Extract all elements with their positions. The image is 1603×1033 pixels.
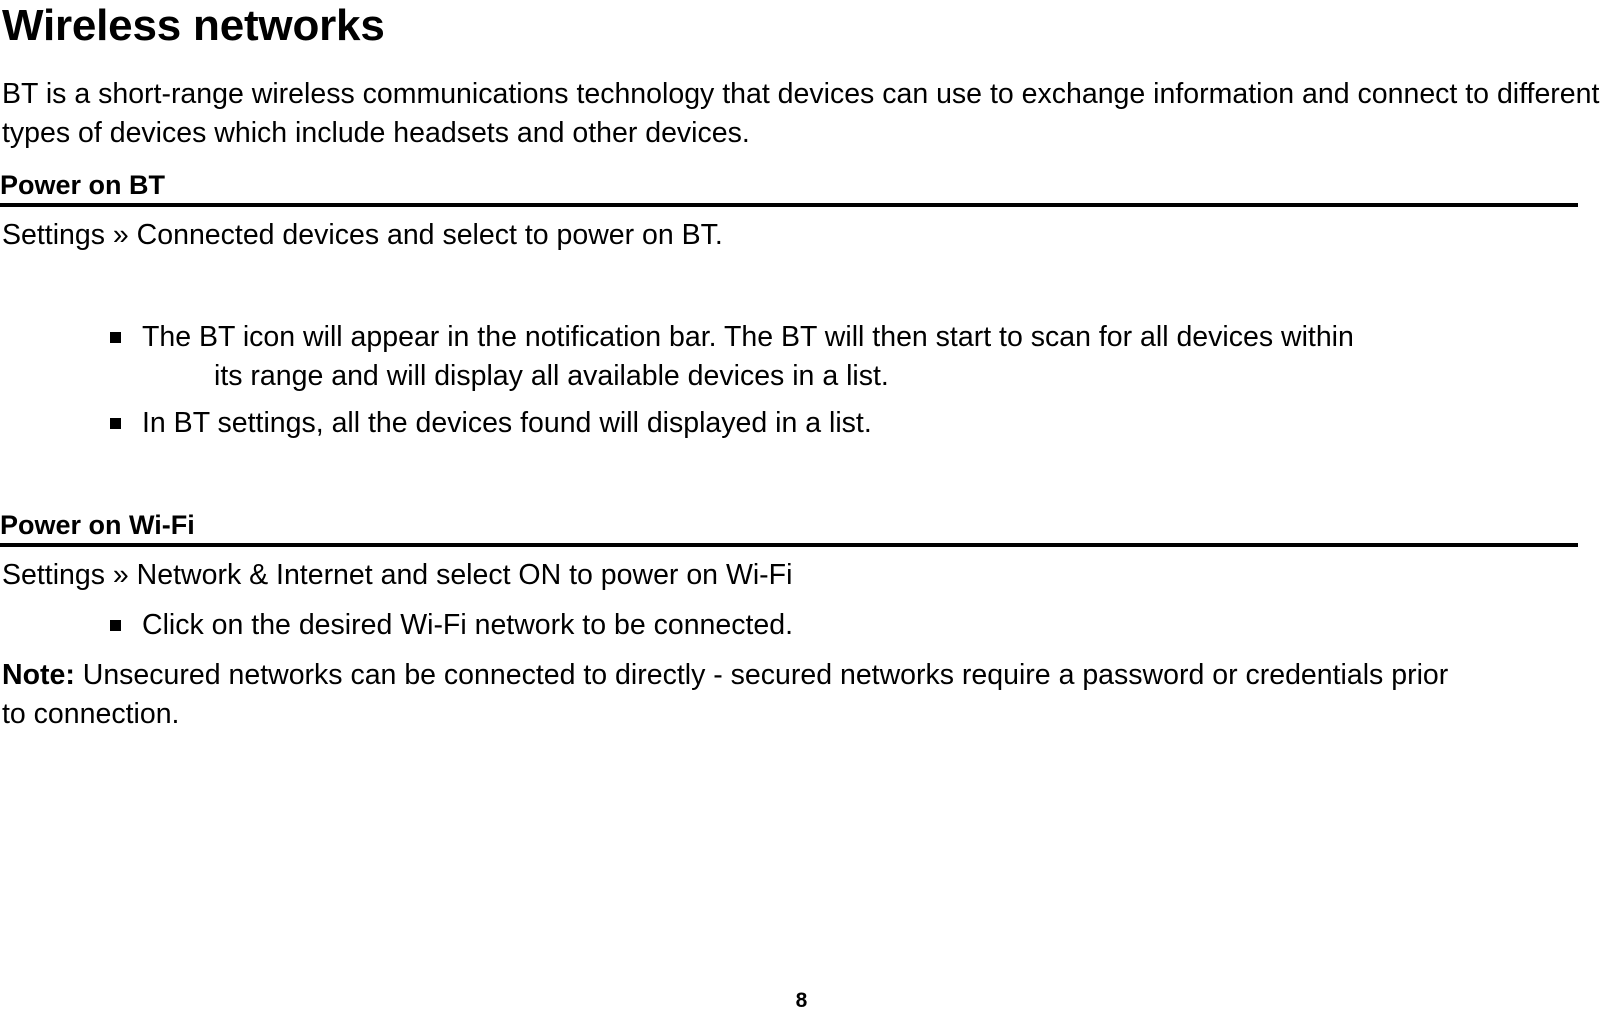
list-item: The BT icon will appear in the notificat…	[110, 318, 1595, 396]
note-label: Note:	[2, 659, 75, 691]
page-title: Wireless networks	[2, 1, 385, 50]
note-paragraph: Note: Unsecured networks can be connecte…	[2, 656, 1462, 734]
list-item: In BT settings, all the devices found wi…	[110, 404, 1510, 443]
bt-settings-path-line: Settings » Connected devices and select …	[2, 219, 723, 251]
list-item-text: The BT icon will appear in the notificat…	[142, 318, 1595, 396]
section-heading-power-on-wifi: Power on Wi-Fi	[0, 508, 1578, 547]
wifi-settings-path-line: Settings » Network & Internet and select…	[2, 559, 793, 591]
note-text: Unsecured networks can be connected to d…	[2, 659, 1449, 730]
section-heading-power-on-bt: Power on BT	[0, 168, 1578, 207]
intro-paragraph: BT is a short-range wireless communicati…	[2, 78, 1600, 149]
square-bullet-icon	[110, 418, 121, 429]
list-item-text: In BT settings, all the devices found wi…	[142, 407, 872, 439]
list-item-line-2: its range and will display all available…	[214, 360, 889, 392]
list-item: Click on the desired Wi-Fi network to be…	[110, 606, 1510, 645]
list-item-line-1: The BT icon will appear in the notificat…	[142, 321, 1354, 353]
square-bullet-icon	[110, 332, 121, 343]
page-number: 8	[795, 989, 808, 1012]
square-bullet-icon	[110, 620, 121, 631]
list-item-text: Click on the desired Wi-Fi network to be…	[142, 609, 794, 641]
